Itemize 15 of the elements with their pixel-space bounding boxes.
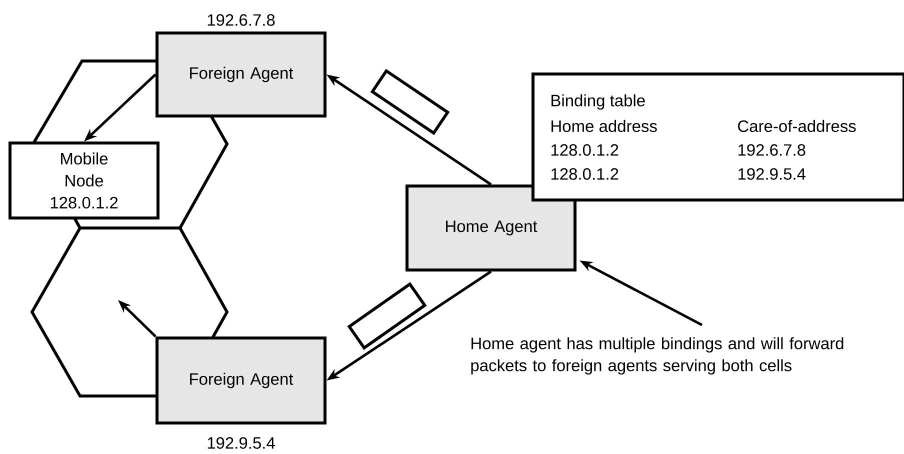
table-box	[532, 72, 904, 202]
table-cell: 128.0.1.2	[551, 144, 618, 156]
column-header: Care-of-address	[738, 120, 856, 132]
table-cell: 128.0.1.2	[551, 168, 618, 180]
agent-box: Home Agent	[406, 184, 576, 272]
agent-box: Foreign Agent	[156, 32, 326, 118]
table-title: Binding table	[552, 94, 645, 110]
table-cell: 192.9.5.4	[738, 168, 806, 180]
address-label: 192.6.7.8	[208, 14, 275, 26]
agent-box: Foreign Agent	[156, 336, 326, 424]
table-cell: 192.6.7.8	[738, 144, 806, 156]
node-box: Mobile Node 128.0.1.2	[8, 142, 160, 220]
note-text: Home agent has multiple bindings and will forward packets to foreign agents serving both cells	[471, 337, 844, 375]
address-label: 192.9.5.4	[208, 437, 275, 449]
column-header: Home address	[552, 120, 657, 132]
